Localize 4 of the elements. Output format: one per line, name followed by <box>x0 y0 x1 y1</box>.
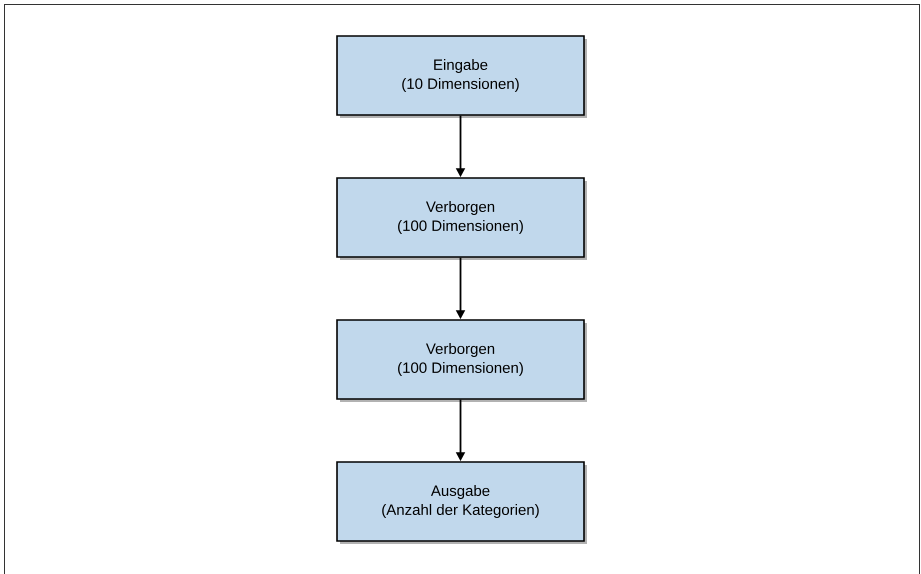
process-box: Ausgabe (Anzahl der Kategorien) <box>336 461 587 544</box>
process-box: Verborgen (100 Dimensionen) <box>336 177 587 260</box>
process-box: Verborgen (100 Dimensionen) <box>336 319 587 402</box>
process-box: Eingabe (10 Dimensionen) <box>336 35 587 118</box>
